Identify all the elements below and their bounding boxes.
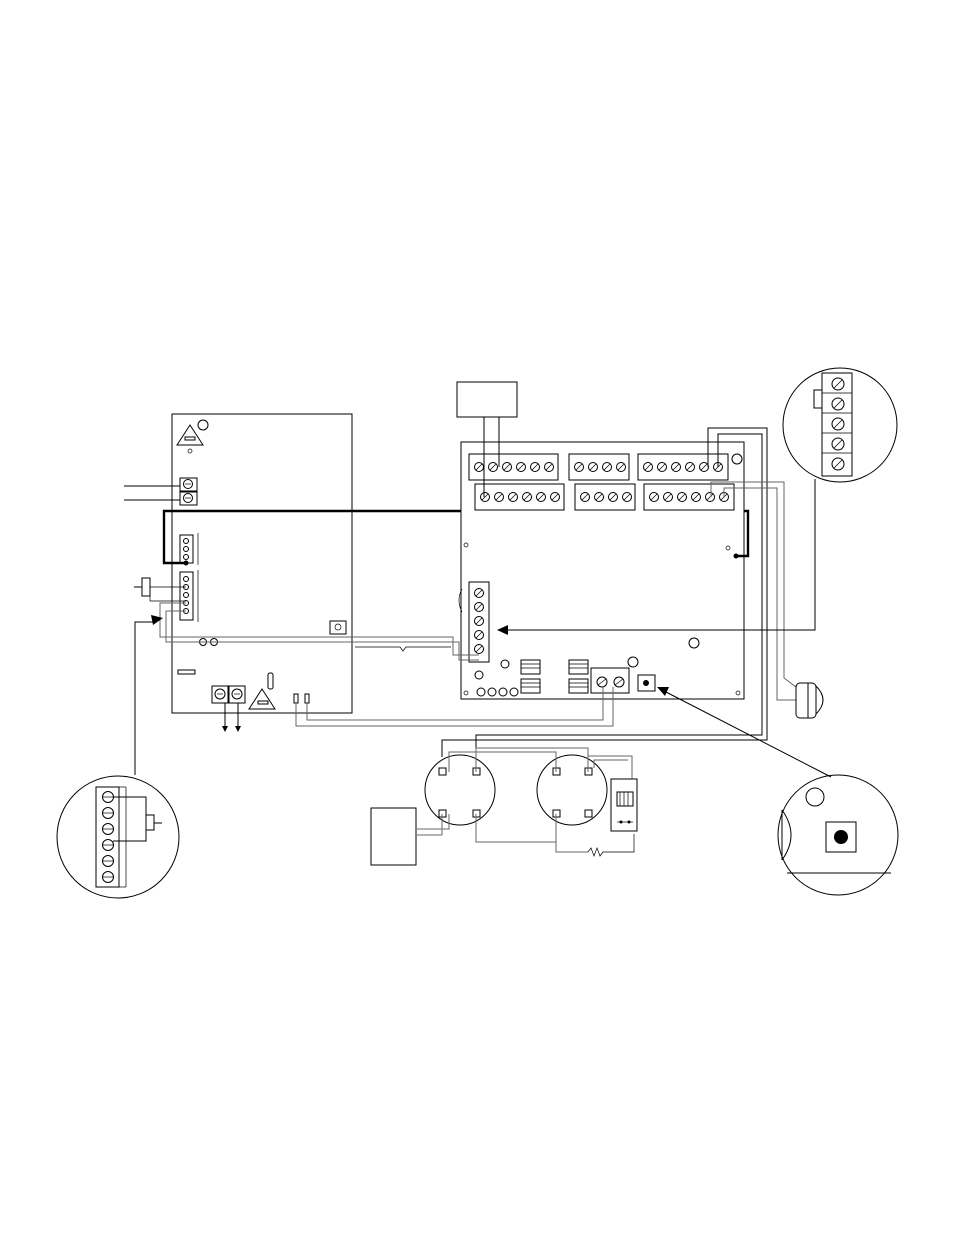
end-of-line-relay [611,779,637,831]
board-terminal-block-upper-1 [469,454,558,480]
board-terminal-block-upper-3 [638,454,728,480]
detail-callout-left [57,776,179,898]
power-supply-panel [124,414,352,732]
smoke-detector-left [425,755,495,825]
top-device-box [457,382,517,417]
board-terminal-block-lower-1 [475,484,564,510]
door-holder-bell [796,683,823,718]
board-terminal-block-2 [591,668,629,693]
detector-wire [594,760,628,768]
smoke-detector-right [537,755,607,825]
detail-callout-bottom-right [778,775,898,895]
board-terminal-block-lower-3 [644,484,734,510]
panel-module [330,621,346,634]
board-terminal-block-lower-2 [575,484,635,510]
brace-mark [355,647,451,651]
detail-callout-top-right [783,368,897,482]
bottom-device-box [371,808,416,865]
detector-wire [476,814,556,842]
eol-resistor-icon [588,834,634,856]
board-terminal-block-upper-2 [569,454,629,480]
callout-leader [135,622,155,775]
detector-wire [556,814,588,852]
battery-terminal-block [212,686,245,703]
ac-input-terminal-block [180,478,197,505]
control-board [459,442,748,699]
